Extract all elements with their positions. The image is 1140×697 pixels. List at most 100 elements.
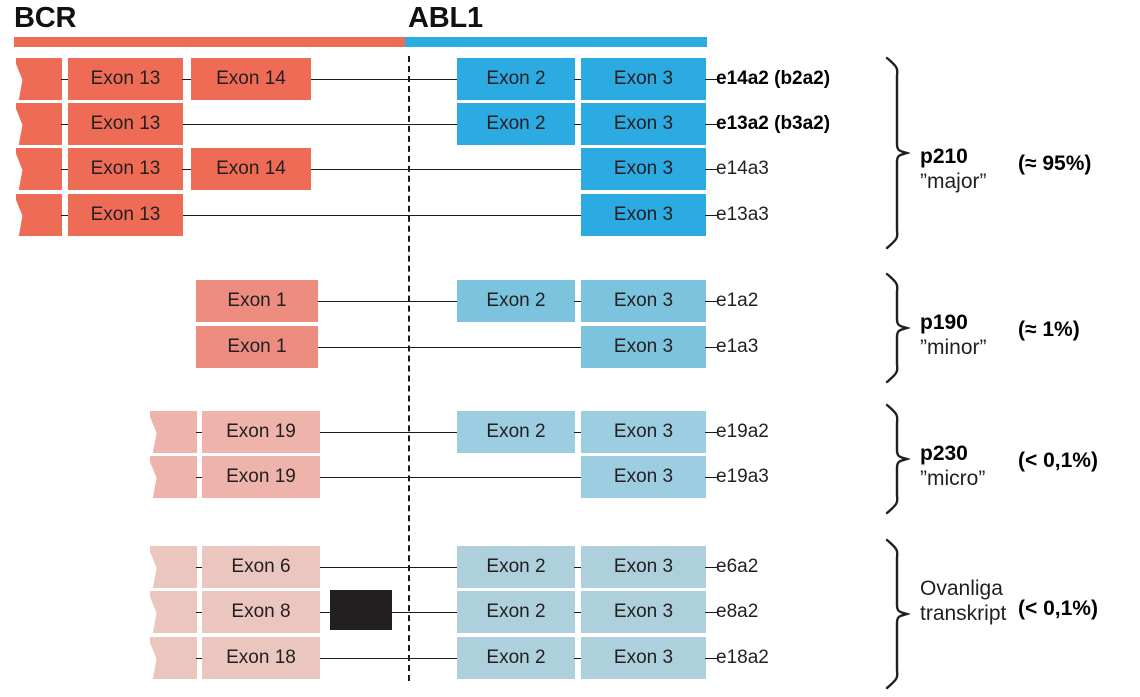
gene-bar-abl1 xyxy=(405,37,707,47)
connector-stub xyxy=(196,658,203,659)
connector-stub xyxy=(574,658,582,659)
transcript-name-label: e8a2 xyxy=(716,601,759,622)
transcript-name-label: e13a2 (b3a2) xyxy=(716,113,831,134)
transcript-name-label: e14a3 xyxy=(716,158,769,179)
exon-box-abl1: Exon 2 xyxy=(457,637,575,679)
group-label-p190: p190”minor” xyxy=(920,311,987,361)
group-name-line1: Ovanliga xyxy=(920,577,1003,600)
exon-box-bcr: Exon 13 xyxy=(68,58,183,100)
connector-stub xyxy=(705,612,717,613)
exon-box-abl1: Exon 3 xyxy=(581,456,706,498)
exon-box-abl1: Exon 3 xyxy=(581,103,706,145)
group-label-p230: p230”micro” xyxy=(920,442,985,492)
bcr-5prime-fragment xyxy=(150,637,197,679)
exon-box-bcr: Exon 14 xyxy=(191,148,311,190)
group-frequency-p190: (≈ 1%) xyxy=(1018,318,1080,341)
connector-stub xyxy=(61,124,69,125)
group-frequency-p230: (< 0,1%) xyxy=(1018,449,1098,472)
connector-stub xyxy=(705,658,717,659)
bcr-5prime-fragment xyxy=(150,591,197,633)
exon-box-abl1: Exon 2 xyxy=(457,58,575,100)
group-nickname: ”major” xyxy=(920,169,987,193)
connector-stub xyxy=(574,612,582,613)
transcript-connector xyxy=(320,477,581,478)
exon-box-abl1: Exon 3 xyxy=(581,591,706,633)
bcr-5prime-fragment xyxy=(16,58,62,100)
transcript-name-label: e18a2 xyxy=(716,647,769,668)
bcr-5prime-fragment xyxy=(150,411,197,453)
connector-stub xyxy=(61,169,69,170)
connector-stub xyxy=(196,477,203,478)
insert-sequence-box xyxy=(330,590,392,630)
transcript-name-label: e6a2 xyxy=(716,556,759,577)
connector-stub xyxy=(574,79,582,80)
exon-box-abl1: Exon 2 xyxy=(457,546,575,588)
exon-box-bcr: Exon 19 xyxy=(202,411,320,453)
bcr-5prime-fragment xyxy=(16,103,62,145)
connector-stub xyxy=(705,215,717,216)
exon-box-bcr: Exon 14 xyxy=(191,58,311,100)
exon-box-bcr: Exon 8 xyxy=(202,591,320,633)
group-protein-name: p210 xyxy=(920,145,968,168)
group-brace-rare xyxy=(884,538,910,690)
connector-stub xyxy=(705,477,717,478)
group-name-line2: transkript xyxy=(920,601,1007,625)
exon-box-abl1: Exon 3 xyxy=(581,637,706,679)
transcript-name-label: e1a2 xyxy=(716,290,759,311)
transcript-name-label: e13a3 xyxy=(716,204,769,225)
exon-box-abl1: Exon 3 xyxy=(581,326,706,368)
connector-stub xyxy=(705,432,717,433)
exon-box-bcr: Exon 13 xyxy=(68,194,183,236)
connector-stub xyxy=(705,347,717,348)
exon-box-bcr: Exon 19 xyxy=(202,456,320,498)
exon-box-abl1: Exon 3 xyxy=(581,546,706,588)
transcript-connector xyxy=(320,432,457,433)
bcr-5prime-fragment xyxy=(150,546,197,588)
exon-box-bcr: Exon 6 xyxy=(202,546,320,588)
exon-box-bcr: Exon 13 xyxy=(68,148,183,190)
exon-box-abl1: Exon 3 xyxy=(581,194,706,236)
connector-stub xyxy=(182,169,192,170)
transcript-name-label: e19a2 xyxy=(716,421,769,442)
bcr-5prime-fragment xyxy=(16,148,62,190)
transcript-name-label: e1a3 xyxy=(716,336,759,357)
gene-bar-bcr xyxy=(14,37,405,47)
connector-stub xyxy=(61,79,69,80)
transcript-connector xyxy=(318,347,581,348)
connector-stub xyxy=(705,301,717,302)
exon-box-abl1: Exon 2 xyxy=(457,591,575,633)
bcr-5prime-fragment xyxy=(16,194,62,236)
exon-box-abl1: Exon 2 xyxy=(457,103,575,145)
exon-box-abl1: Exon 3 xyxy=(581,148,706,190)
connector-stub xyxy=(196,612,203,613)
connector-stub xyxy=(574,301,582,302)
group-nickname: ”micro” xyxy=(920,466,986,490)
transcript-name-label: e19a3 xyxy=(716,466,769,487)
exon-box-abl1: Exon 3 xyxy=(581,411,706,453)
connector-stub xyxy=(705,567,717,568)
connector-stub xyxy=(61,215,69,216)
connector-stub xyxy=(182,79,192,80)
connector-stub xyxy=(705,169,717,170)
breakpoint-dashed-line xyxy=(408,56,410,681)
exon-box-bcr: Exon 1 xyxy=(196,280,318,322)
transcript-name-label: e14a2 (b2a2) xyxy=(716,68,831,89)
transcript-connector xyxy=(392,612,457,613)
connector-stub xyxy=(574,567,582,568)
connector-stub xyxy=(705,124,717,125)
bcr-5prime-fragment xyxy=(150,456,197,498)
transcript-connector xyxy=(183,124,457,125)
exon-box-abl1: Exon 3 xyxy=(581,280,706,322)
connector-stub xyxy=(196,567,203,568)
exon-box-bcr: Exon 1 xyxy=(196,326,318,368)
transcript-connector xyxy=(183,215,581,216)
group-frequency-p210: (≈ 95%) xyxy=(1018,152,1092,175)
exon-box-abl1: Exon 2 xyxy=(457,280,575,322)
exon-box-bcr: Exon 13 xyxy=(68,103,183,145)
connector-stub xyxy=(574,432,582,433)
group-protein-name: p230 xyxy=(920,442,968,465)
transcript-connector xyxy=(311,79,457,80)
group-frequency-rare: (< 0,1%) xyxy=(1018,597,1098,620)
